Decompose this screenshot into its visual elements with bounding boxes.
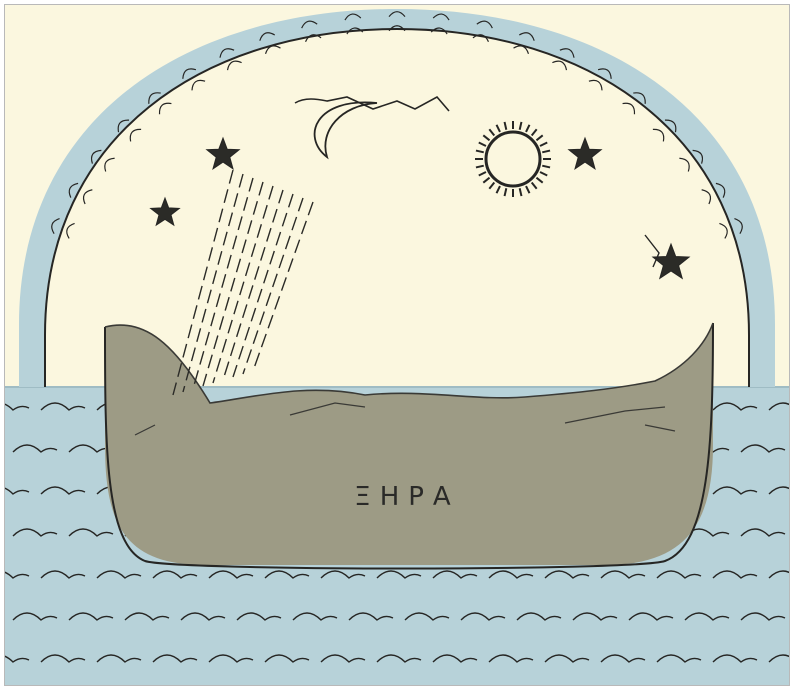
cosmology-diagram: ΞΗΡΑ [4, 4, 790, 686]
land-label: ΞΗΡΑ [354, 482, 459, 512]
sun-disk [486, 132, 540, 186]
cosmos-svg: ΞΗΡΑ [5, 5, 789, 685]
